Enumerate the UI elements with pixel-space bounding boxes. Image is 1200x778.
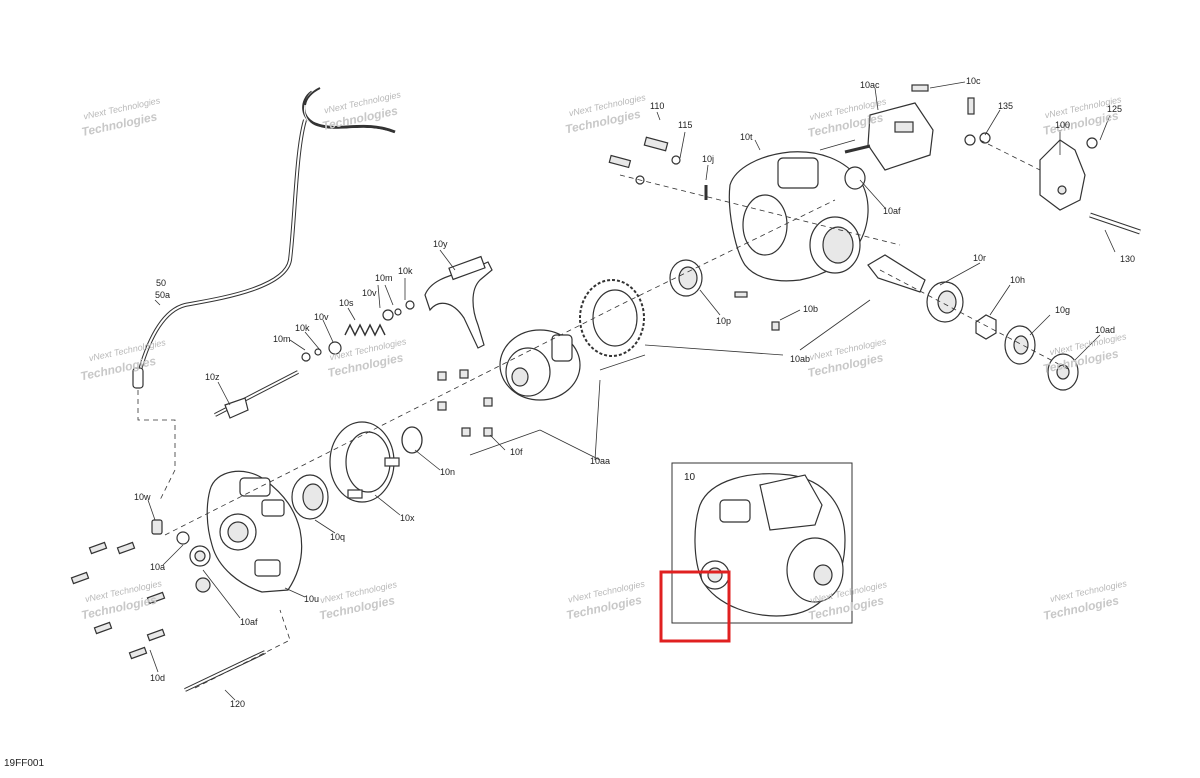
ring-gear [579, 279, 645, 357]
clip [405, 300, 415, 310]
bolt-10c-b [967, 97, 975, 115]
label-10v-top: 10v [362, 288, 377, 298]
washer-135b [979, 132, 991, 144]
assembly-axis [164, 199, 836, 536]
part-labels: 50 50a 10y 10k 10m 10v 10s 10k 10m 10v 1… [134, 76, 1135, 709]
ring-10g [1004, 325, 1036, 365]
washer [394, 308, 402, 316]
label-10x: 10x [400, 513, 415, 523]
main-housing [728, 151, 869, 282]
spring [344, 323, 386, 337]
bracket [1039, 137, 1098, 211]
label-10d: 10d [150, 673, 165, 683]
shim [382, 309, 394, 321]
label-100: 100 [1055, 120, 1070, 130]
bolt-130 [1089, 212, 1141, 235]
label-10u: 10u [304, 594, 319, 604]
leader-lines [147, 81, 1116, 701]
o-ring [401, 426, 423, 454]
label-10g: 10g [1055, 305, 1070, 315]
plug [195, 577, 211, 593]
breather-10w [151, 519, 163, 535]
label-10r: 10r [973, 253, 986, 263]
cable-route-line [137, 390, 176, 501]
label-115: 115 [678, 120, 692, 130]
label-10t: 10t [740, 132, 753, 142]
label-10n: 10n [440, 467, 455, 477]
inset-label: 10 [684, 472, 696, 483]
label-10s: 10s [339, 298, 354, 308]
washer-lower [314, 348, 322, 356]
label-50a: 50a [155, 290, 170, 300]
label-10j: 10j [702, 154, 714, 164]
small-bolts [437, 369, 493, 437]
label-135: 135 [998, 101, 1013, 111]
dowel-10b [771, 321, 780, 331]
label-10c: 10c [966, 76, 981, 86]
label-10b: 10b [803, 304, 818, 314]
label-10v-mid: 10v [314, 312, 329, 322]
pinion-shaft [867, 254, 964, 323]
shim-lower [328, 341, 342, 355]
bearing-10p [669, 259, 703, 297]
top-bolts [608, 136, 708, 200]
washer-135a [964, 134, 976, 146]
upper-axis [619, 174, 901, 246]
bearing-10q [291, 474, 329, 520]
label-110: 110 [650, 101, 664, 111]
pin [734, 291, 748, 298]
label-10af-right: 10af [883, 206, 901, 216]
assembly-inset: 10 [671, 462, 853, 624]
actuator [844, 102, 934, 171]
seal-10a [176, 531, 190, 545]
label-10af-left: 10af [240, 617, 258, 627]
nut-10h [975, 314, 997, 340]
label-10p: 10p [716, 316, 731, 326]
left-bolts [70, 541, 291, 692]
label-50: 50 [156, 278, 166, 288]
label-10ab: 10ab [790, 354, 810, 364]
bolt-10c-a [911, 84, 929, 92]
shift-fork [424, 255, 493, 349]
label-10ac: 10ac [860, 80, 880, 90]
differential [499, 329, 581, 401]
label-10q: 10q [330, 532, 345, 542]
label-130: 130 [1120, 254, 1135, 264]
label-10y: 10y [433, 239, 448, 249]
label-10m-top: 10m [375, 273, 393, 283]
reference-code: 19FF001 [4, 758, 44, 769]
label-10w: 10w [134, 492, 151, 502]
label-10k-top: 10k [398, 266, 413, 276]
label-10ad: 10ad [1095, 325, 1115, 335]
highlight-box [659, 570, 731, 643]
shift-rail [214, 370, 299, 419]
seal-10af-right [844, 166, 866, 190]
shift-cable [132, 87, 396, 389]
cover-10x [329, 421, 400, 503]
label-10a: 10a [150, 562, 165, 572]
label-10m-mid: 10m [273, 334, 291, 344]
clip-lower [301, 352, 311, 362]
label-10aa: 10aa [590, 456, 610, 466]
label-120: 120 [230, 699, 245, 709]
label-125: 125 [1107, 104, 1122, 114]
label-10f: 10f [510, 447, 523, 457]
label-10z: 10z [205, 372, 220, 382]
cup-10ad [1047, 353, 1079, 391]
label-10h: 10h [1010, 275, 1025, 285]
label-10k-mid: 10k [295, 323, 310, 333]
